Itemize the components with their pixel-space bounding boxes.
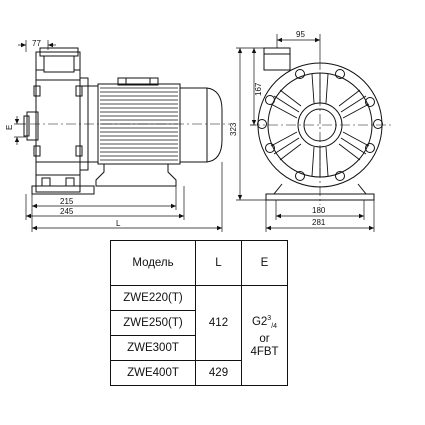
suction-port <box>26 111 39 141</box>
dim-323: 323 <box>229 122 238 136</box>
e-alt: 4FBT <box>250 346 279 359</box>
dim-95: 95 <box>296 30 305 39</box>
table-header-row: Модель L E <box>110 240 288 286</box>
table-row: ZWE400T 429 <box>110 360 288 386</box>
dim-77: 77 <box>32 39 41 48</box>
pump-casing <box>35 51 81 193</box>
model-name: ZWE300T <box>110 335 196 361</box>
dim-e: E <box>5 125 14 130</box>
table-row: ZWE220(T) 412 G23/4 or 4FBT <box>110 285 288 386</box>
terminal-box <box>117 77 159 86</box>
front-view <box>250 47 392 205</box>
dim-245: 245 <box>60 207 74 216</box>
fan-cover <box>179 87 223 163</box>
pump-base <box>31 185 95 195</box>
flange-bolts <box>33 85 83 157</box>
header-l: L <box>195 240 242 286</box>
dim-l: L <box>116 219 121 228</box>
model-name: ZWE400T <box>110 360 196 386</box>
dim-281: 281 <box>312 218 326 227</box>
casing-bolts <box>257 69 383 181</box>
pump-technical-drawing: 77 E 215 245 L <box>5 30 392 232</box>
header-e: E <box>241 240 288 286</box>
side-dimensions <box>14 40 223 232</box>
model-name: ZWE250(T) <box>110 310 196 336</box>
e-thread-sup: 3 <box>267 314 272 322</box>
dim-180: 180 <box>312 206 326 215</box>
e-or: or <box>259 333 270 346</box>
l-value-last: 429 <box>195 360 242 386</box>
motor-feet <box>95 164 177 187</box>
model-name: ZWE220(T) <box>110 285 196 311</box>
e-thread-main: G2 <box>251 315 268 328</box>
e-thread-sub: /4 <box>271 323 278 331</box>
l-value-group: 412 <box>195 285 242 361</box>
dim-215: 215 <box>60 197 74 206</box>
header-model: Модель <box>110 240 196 286</box>
table-row: ZWE300T <box>110 335 288 361</box>
front-dimensions <box>236 34 375 232</box>
e-value: G23/4 or 4FBT <box>241 285 288 386</box>
discharge-outlet <box>263 47 291 71</box>
model-spec-table: Модель L E ZWE220(T) 412 G23/4 or 4FBT Z… <box>110 240 288 386</box>
side-view <box>23 47 230 195</box>
dim-167: 167 <box>254 82 263 96</box>
